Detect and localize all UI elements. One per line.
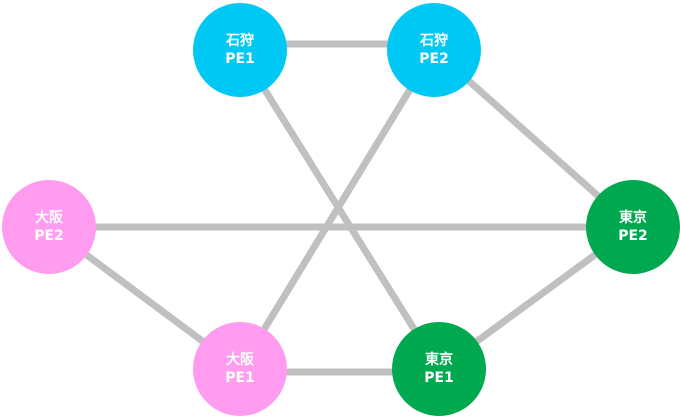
node-tokyo-pe1: 東京 PE1: [392, 322, 486, 416]
node-ishikari-pe2: 石狩 PE2: [387, 3, 481, 97]
link-ishikari-pe2-osaka-pe1: [237, 48, 437, 371]
node-site-label: 東京: [425, 352, 453, 368]
node-device-label: PE1: [225, 370, 255, 386]
node-osaka-pe1: 大阪 PE1: [193, 322, 287, 416]
node-device-label: PE1: [225, 51, 255, 67]
node-site-label: 大阪: [226, 352, 254, 368]
node-site-label: 石狩: [420, 33, 448, 49]
node-site-label: 東京: [619, 210, 647, 226]
node-device-label: PE1: [424, 370, 454, 386]
node-tokyo-pe2: 東京 PE2: [586, 180, 680, 274]
node-device-label: PE2: [618, 228, 648, 244]
node-device-label: PE2: [34, 228, 64, 244]
node-osaka-pe2: 大阪 PE2: [2, 180, 96, 274]
node-site-label: 石狩: [226, 33, 254, 49]
node-site-label: 大阪: [35, 210, 63, 226]
node-ishikari-pe1: 石狩 PE1: [193, 3, 287, 97]
node-device-label: PE2: [419, 51, 449, 67]
